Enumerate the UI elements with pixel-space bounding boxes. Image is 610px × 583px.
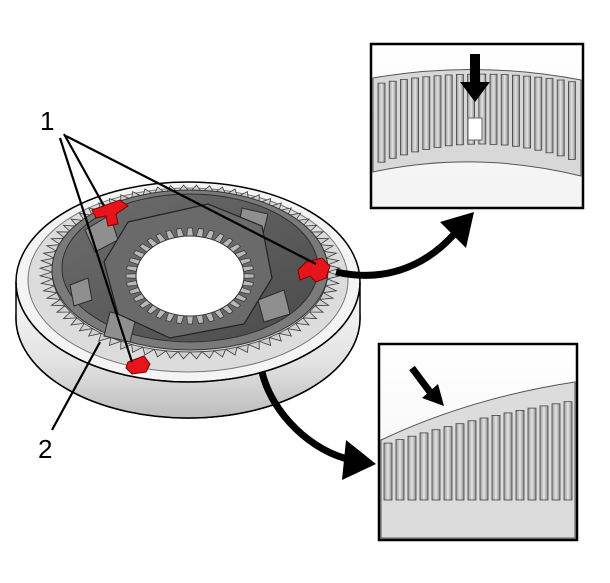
- ring-tooth: [318, 292, 335, 300]
- spline-tooth: [186, 315, 194, 325]
- ring-tooth: [189, 351, 203, 360]
- ring-tooth: [257, 336, 272, 347]
- ring-tooth: [42, 285, 58, 294]
- synchronizer-assembly: [15, 181, 361, 419]
- leader-line-2: [51, 341, 101, 431]
- detail-bottom-tooth: [467, 420, 477, 501]
- ring-tooth: [247, 340, 260, 350]
- ring-tooth: [78, 322, 94, 332]
- ring-tooth: [131, 343, 144, 354]
- detail-top-tooth: [411, 77, 420, 153]
- ring-tooth: [201, 350, 215, 359]
- ring-tooth: [224, 346, 238, 356]
- locking-clip-top: [91, 199, 129, 227]
- ring-tooth: [286, 322, 302, 332]
- detail-view-bottom: [377, 342, 579, 542]
- ring-tooth: [50, 298, 66, 307]
- detail-top-tooth: [433, 75, 442, 148]
- ring-tooth: [314, 298, 330, 307]
- ring-tooth: [108, 336, 123, 347]
- ring-tooth: [55, 305, 72, 313]
- detail-arrow-bottom-head: [342, 440, 376, 480]
- detail-bottom-band: [380, 381, 576, 539]
- ring-tooth: [87, 328, 103, 337]
- detail-top-tooth: [500, 74, 509, 146]
- detail-top-tooth: [489, 73, 498, 145]
- detail-bottom-tooth: [395, 439, 405, 501]
- ring-tooth: [62, 311, 78, 320]
- detail-bottom-tooth: [539, 405, 549, 501]
- detail-bottom-tooth: [551, 403, 561, 501]
- splined-bore: [125, 227, 255, 325]
- spline-tooth: [243, 273, 255, 279]
- leader-line-1c: [58, 137, 134, 363]
- detail-view-top: [369, 42, 585, 210]
- detail-top-tooth: [377, 82, 386, 163]
- detail-bottom-tooth: [455, 423, 465, 501]
- detail-top-tooth: [512, 74, 520, 147]
- leader-line-1a: [63, 133, 105, 207]
- ring-tooth: [212, 348, 227, 358]
- detail-bottom-tooth: [527, 407, 537, 501]
- detail-arrow-bottom: [258, 371, 376, 480]
- ring-tooth: [302, 311, 318, 320]
- spline-tooth: [125, 273, 137, 279]
- detail-bottom-teeth: [380, 381, 576, 539]
- detail-top-tooth: [545, 78, 554, 154]
- detail-top-tooth: [523, 75, 531, 149]
- hub-window: [69, 277, 93, 307]
- hub-window: [257, 289, 291, 323]
- ring-tooth: [70, 317, 86, 326]
- detail-bottom-tooth: [515, 409, 525, 501]
- ring-tooth: [153, 348, 168, 358]
- detail-bottom-tooth: [419, 432, 429, 501]
- detail-arrow-top-head: [440, 212, 474, 248]
- detail-bottom-tooth: [563, 401, 573, 501]
- ring-tooth: [177, 351, 191, 360]
- spline-tooth: [186, 227, 194, 237]
- ring-tooth: [322, 285, 338, 294]
- detail-top-tooth: [388, 80, 397, 159]
- ring-tooth: [294, 317, 310, 326]
- detail-top-tooth: [556, 79, 565, 157]
- ring-tooth: [268, 332, 282, 342]
- detail-arrow-top: [335, 212, 474, 279]
- detail-top-tooth: [399, 79, 408, 156]
- detail-top-pointer-arrow: [460, 54, 490, 102]
- callout-label-2: 2: [38, 434, 52, 464]
- detail-top-tooth: [455, 74, 464, 146]
- detail-bottom-tooth: [503, 412, 513, 501]
- ring-tooth: [142, 346, 156, 356]
- detail-bottom-tooth: [443, 426, 453, 501]
- ring-tooth: [236, 343, 249, 354]
- detail-top-tooth: [478, 73, 487, 145]
- bore-hole: [135, 235, 245, 317]
- detail-top-tooth: [534, 76, 543, 151]
- detail-bottom-tooth: [407, 435, 417, 501]
- sleeve-ring-side: [15, 281, 361, 419]
- ring-tooth: [277, 328, 293, 337]
- ring-tooth: [308, 305, 325, 313]
- ring-tooth: [45, 292, 62, 300]
- leader-lines: [51, 133, 317, 431]
- ring-tooth: [165, 350, 179, 359]
- detail-bottom-tooth: [491, 414, 501, 501]
- detail-top-tooth: [568, 81, 576, 160]
- detail-bottom-tooth: [431, 429, 441, 501]
- leader-line-1b: [65, 135, 317, 265]
- callout-label-1: 1: [40, 106, 54, 136]
- detail-top-tooth: [422, 76, 431, 150]
- detail-top-tooth: [444, 74, 453, 147]
- detail-bottom-tooth: [479, 417, 489, 501]
- detail-bottom-pointer-arrow: [409, 365, 444, 406]
- detail-bottom-tooth: [383, 442, 393, 501]
- locking-clip-right: [297, 257, 331, 283]
- detail-top-notch: [467, 117, 483, 141]
